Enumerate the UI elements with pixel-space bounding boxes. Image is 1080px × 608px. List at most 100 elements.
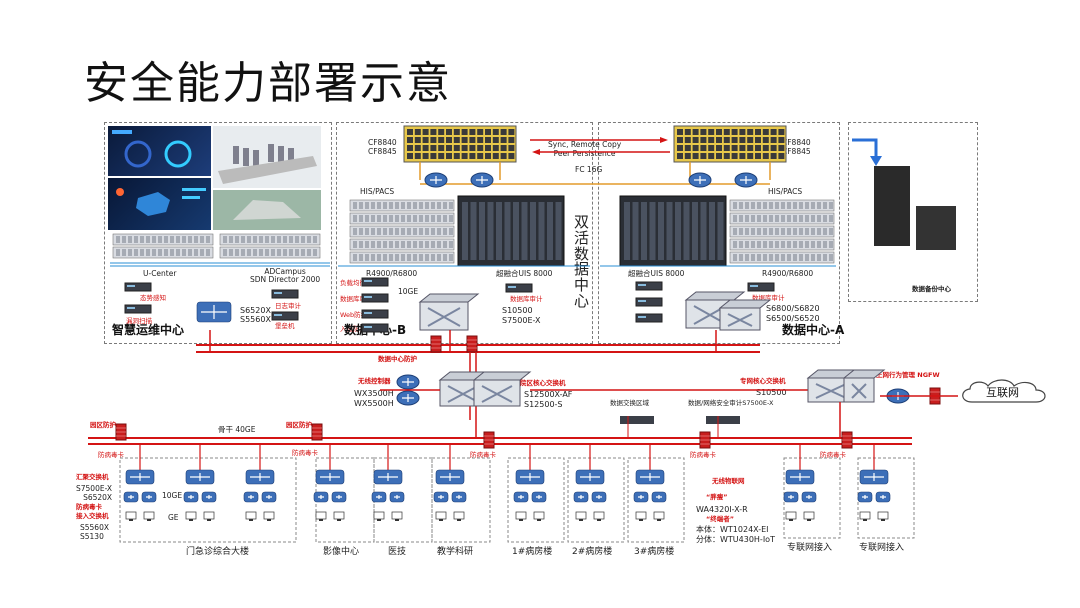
- zone-firewall: [115, 423, 127, 441]
- access-switch: [201, 491, 217, 503]
- campus-core-switch: [438, 371, 498, 407]
- iot-line1: “胖瘦”: [706, 493, 728, 501]
- storage-right-model: CF8840 CF8845: [782, 138, 811, 157]
- wireless-ctrl-icon: [396, 390, 420, 406]
- zone-protect-left: 园区防护: [90, 421, 116, 429]
- dc-b-sec-2: 数据库审计: [340, 295, 373, 303]
- internet-cloud: [958, 378, 1050, 408]
- sync-label: Sync, Remote Copy Peer Persistence: [548, 140, 622, 158]
- dc-a-core-model: S6800/S6820 S6500/S6520: [766, 304, 820, 323]
- endpoint-pc: [391, 511, 403, 521]
- zone-protect-mid: 园区防护: [286, 421, 312, 429]
- access-switch: [451, 491, 467, 503]
- building-zone: [567, 457, 625, 543]
- ops-core-switch-model: S6520X S5560X: [240, 306, 271, 325]
- iot-line3: “终端者”: [706, 515, 735, 523]
- dc-a-server-model: R4900/R6800: [762, 269, 814, 278]
- access-switch: [651, 491, 667, 503]
- building-label: 医技: [388, 547, 407, 557]
- dc-b-zone: [336, 122, 593, 344]
- access-switch: [857, 491, 873, 503]
- building-label: 教学科研: [437, 547, 474, 557]
- wireless-ctrl-label: 无线控制器: [358, 377, 391, 385]
- endpoint-pc: [125, 511, 137, 521]
- agg-switch: [315, 469, 345, 485]
- ops-sec-4: 堡垒机: [275, 322, 295, 330]
- ops-center-label: 智慧运维中心: [112, 323, 185, 337]
- endpoint-pc: [653, 511, 665, 521]
- ext-core-label: 专网核心交换机: [740, 377, 786, 385]
- fw-card-a: 防病毒卡: [98, 451, 124, 459]
- fc-link-label: FC 16G: [575, 165, 603, 174]
- endpoint-pc: [859, 511, 871, 521]
- endpoint-pc: [877, 511, 889, 521]
- wireless-ctrl-model: WX3500H WX5500H: [354, 389, 394, 408]
- endpoint-pc: [143, 511, 155, 521]
- storage-left-model: CF8840 CF8845: [368, 138, 397, 157]
- access-switch: [261, 491, 277, 503]
- iot-line2: WA4320I-X-R: [696, 505, 748, 514]
- zone-firewall: [483, 431, 495, 449]
- dc-a-uis: 超融合UIS 8000: [628, 269, 685, 278]
- dc-b-label: 数据中心-B: [344, 323, 407, 337]
- backup-center-label: 数据备份中心: [912, 285, 951, 293]
- dc-a-his-label: HIS/PACS: [768, 187, 803, 196]
- building-label: 1#病房楼: [512, 547, 553, 557]
- building-label: 专联网接入: [859, 543, 905, 553]
- fw-card-label: 防病毒卡: [76, 503, 102, 511]
- exchange-audit-label: 数据/网络安全审计S7500E-X: [688, 399, 774, 407]
- iot-label: 无线物联网: [712, 477, 745, 485]
- building-label: 专联网接入: [787, 543, 833, 553]
- endpoint-pc: [533, 511, 545, 521]
- access-switch: [633, 491, 649, 503]
- endpoint-pc: [435, 511, 447, 521]
- access-switch: [801, 491, 817, 503]
- ext-core-model: S10500: [756, 388, 787, 397]
- ops-sec-2: 漏洞扫描: [126, 317, 152, 325]
- access-switch: [433, 491, 449, 503]
- dc-b-blade-chassis: [458, 196, 564, 266]
- iot-line5: 分体：WTU430H-IoT: [696, 535, 775, 544]
- building-zone: [857, 457, 915, 539]
- access-switch: [389, 491, 405, 503]
- dc-b-audit: 数据库审计: [510, 295, 543, 303]
- ngfw-icon: [886, 388, 910, 404]
- endpoint-pc: [315, 511, 327, 521]
- access-label: 接入交换机: [76, 512, 109, 520]
- agg-label: 汇聚交换机: [76, 473, 109, 481]
- agg-switch: [635, 469, 665, 485]
- dc-b-his-label: HIS/PACS: [360, 187, 395, 196]
- ops-center-zone: [104, 122, 332, 344]
- endpoint-pc: [515, 511, 527, 521]
- building-zone: [627, 457, 685, 543]
- access-switch: [875, 491, 891, 503]
- ext-core-switch: [806, 369, 866, 403]
- storage-array-left: [404, 126, 516, 162]
- ops-sec-3: 日志审计: [275, 302, 301, 310]
- endpoint-pc: [785, 511, 797, 521]
- dc-a-zone: [598, 122, 840, 344]
- fw-card-e: 防病毒卡: [820, 451, 846, 459]
- dc-b-core-model: S10500 S7500E-X: [502, 306, 541, 325]
- ucenter-label: U-Center: [143, 269, 177, 278]
- dc-b-sec-1: 负载均衡: [340, 279, 366, 287]
- access-switch: [183, 491, 199, 503]
- building-label: 3#病房楼: [634, 547, 675, 557]
- zone-firewall: [699, 431, 711, 449]
- exchange-device: [620, 416, 654, 424]
- endpoint-pc: [185, 511, 197, 521]
- building-zone: [373, 457, 433, 543]
- ngfw-label: 上网行为管理 NGFW: [876, 371, 940, 379]
- dc-b-sec-3: Web防护: [340, 311, 368, 319]
- building-zone: [783, 457, 841, 539]
- fw-card-d: 防病毒卡: [690, 451, 716, 459]
- endpoint-pc: [203, 511, 215, 521]
- agg-switch: [373, 469, 403, 485]
- endpoint-pc: [575, 511, 587, 521]
- access-switch: [591, 491, 607, 503]
- ops-sec-1: 态势感知: [140, 294, 166, 302]
- exchange-device: [706, 416, 740, 424]
- backup-center-zone: [848, 122, 978, 302]
- access-switch: [531, 491, 547, 503]
- building-zone: [507, 457, 565, 543]
